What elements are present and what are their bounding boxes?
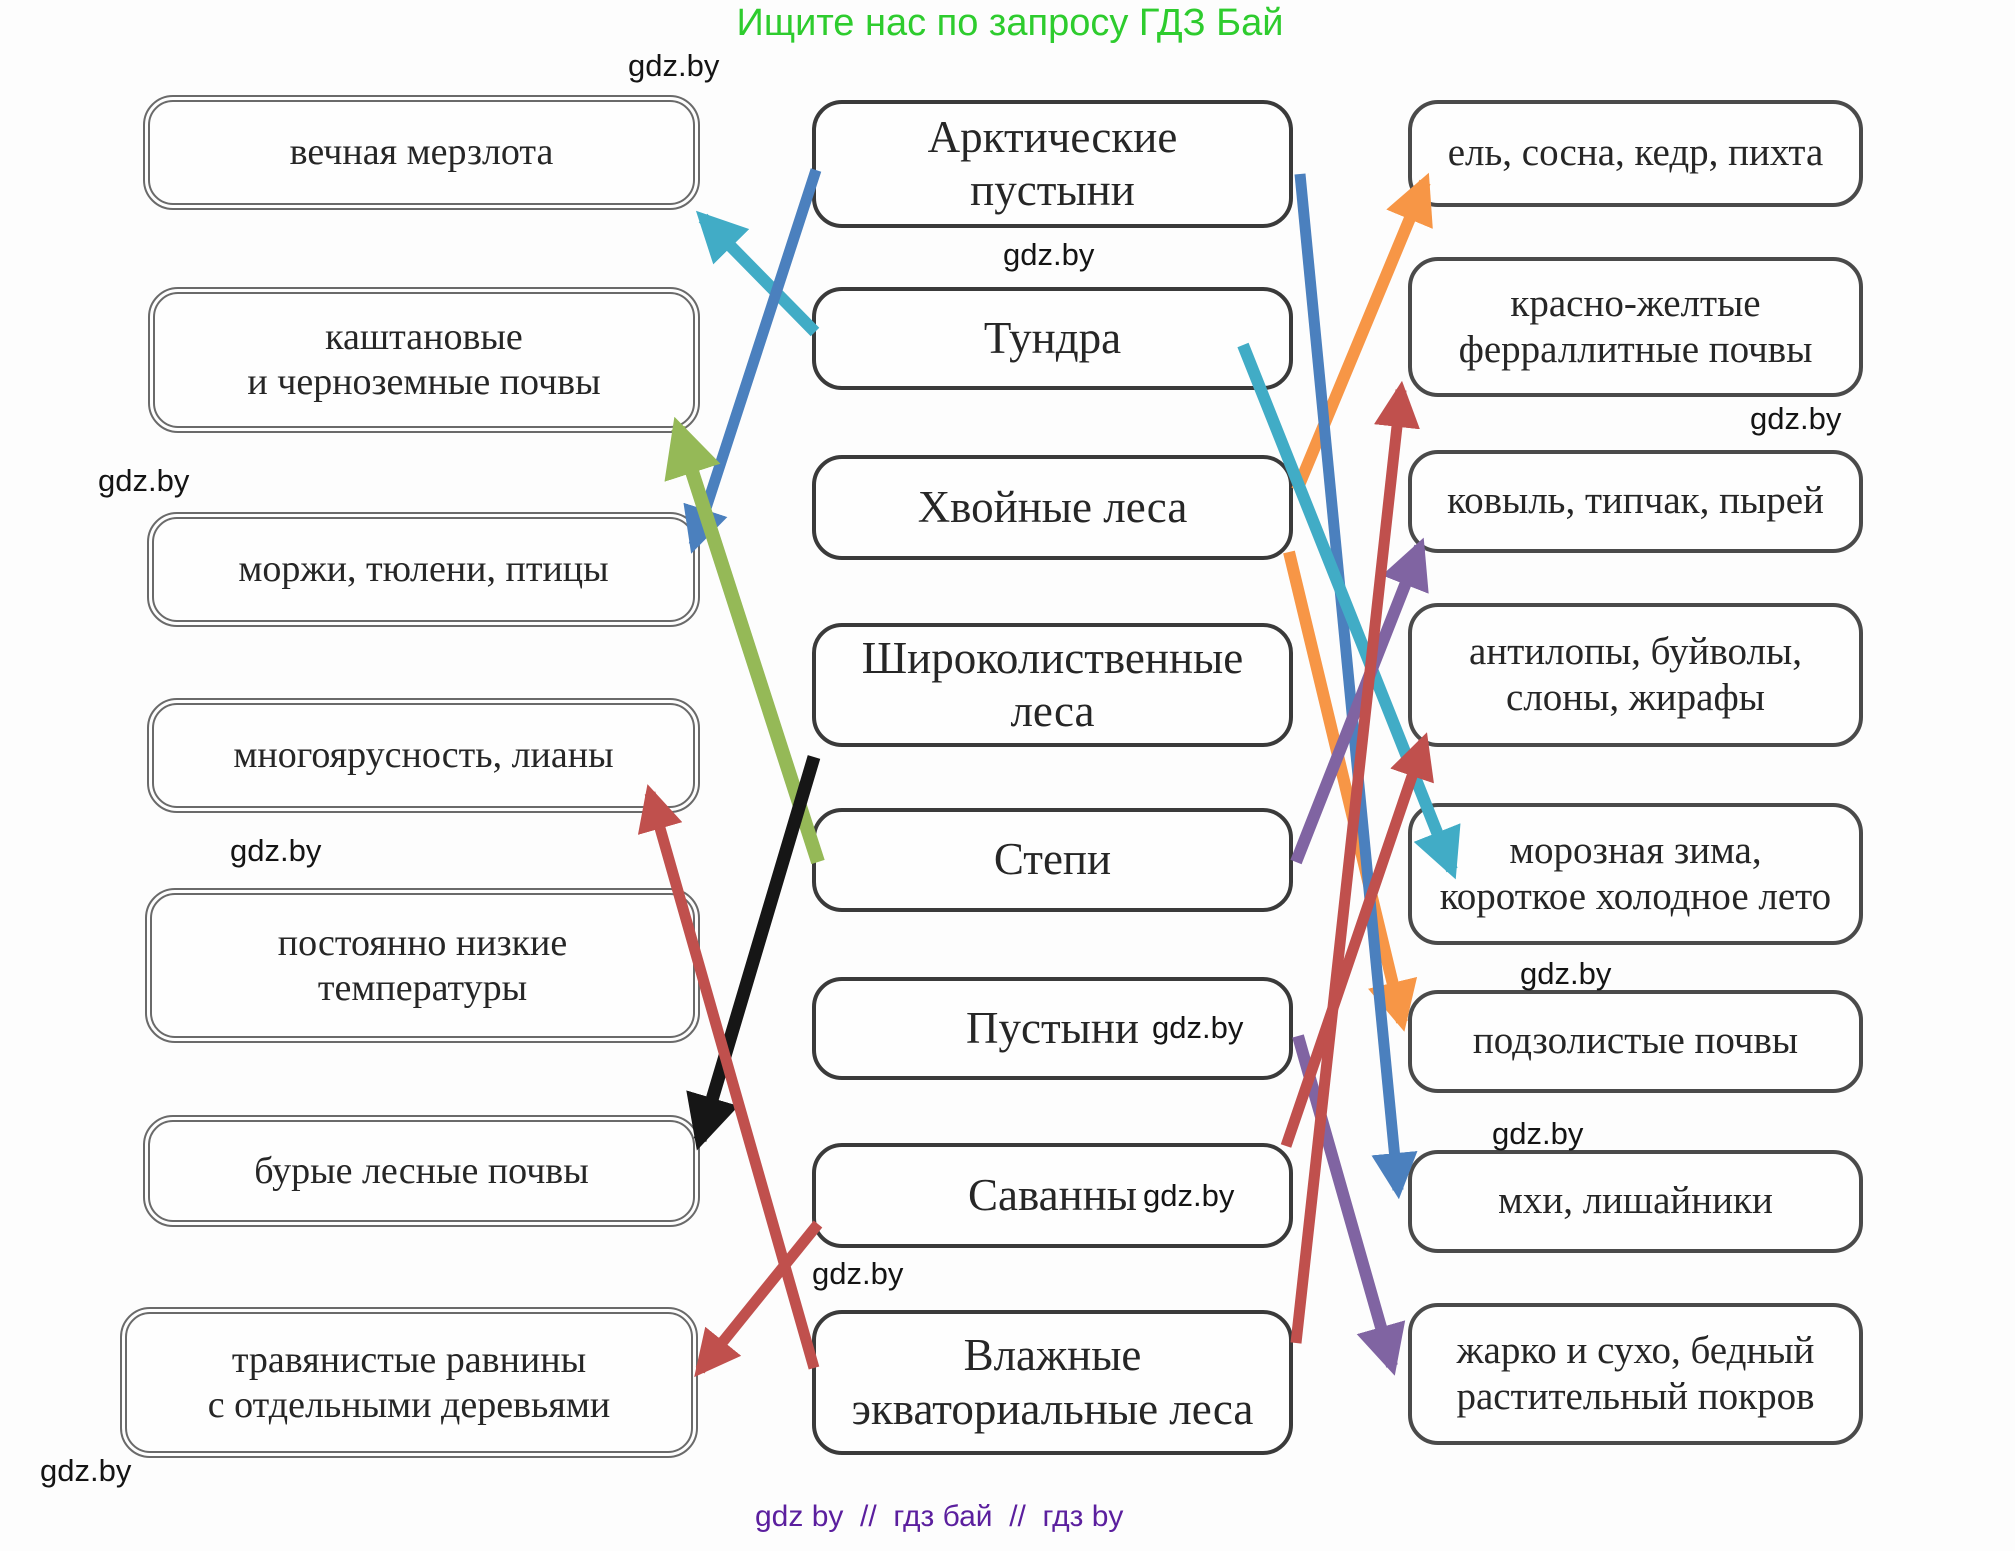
box-label: вечная мерзлота — [289, 131, 554, 174]
gdz-watermark: gdz.by — [98, 463, 190, 498]
left-box-permafrost: вечная мерзлота — [143, 95, 700, 210]
box-label: Тундра — [983, 312, 1122, 363]
mid-box-steppes: Степи — [812, 808, 1293, 912]
gdz-watermark: gdz.by — [812, 1256, 904, 1291]
box-label: постоянно низкие температуры — [277, 921, 568, 1009]
mid-box-coniferous-forests: Хвойные леса — [812, 455, 1293, 560]
box-label: моржи, тюлени, птицы — [238, 548, 609, 591]
arrow-tundra-to-permafrost — [695, 210, 820, 337]
left-box-walruses: моржи, тюлени, птицы — [147, 512, 700, 627]
left-box-low-temperatures: постоянно низкие температуры — [145, 888, 700, 1043]
arrow-steppes-to-feather-grass — [1290, 537, 1429, 865]
gdz-watermark: gdz.by — [1152, 1010, 1244, 1045]
box-label: травянистые равнины с отдельными деревья… — [207, 1338, 611, 1426]
gdz-watermark: gdz.by — [1492, 1116, 1584, 1151]
gdz-watermark: gdz.by — [1143, 1178, 1235, 1213]
mid-box-equatorial-forests: Влажные экваториальные леса — [812, 1310, 1293, 1455]
arrow-equatorial-to-lianas — [637, 784, 820, 1370]
left-box-brown-soils: бурые лесные почвы — [143, 1115, 700, 1227]
right-box-spruce-pine: ель, сосна, кедр, пихта — [1408, 100, 1863, 207]
right-box-hot-dry: жарко и сухо, бедный растительный покров — [1408, 1303, 1863, 1445]
arrow-arctic-to-walruses — [683, 168, 822, 554]
arrow-coniferous-to-podzolic-soils — [1283, 550, 1418, 1032]
box-label: подзолистые почвы — [1472, 1019, 1799, 1063]
box-label: мхи, лишайники — [1498, 1179, 1773, 1223]
mid-box-tundra: Тундра — [812, 287, 1293, 390]
box-label: Саванны — [967, 1169, 1137, 1220]
box-label: многоярусность, лианы — [233, 734, 614, 777]
right-box-mosses-lichens: мхи, лишайники — [1408, 1150, 1863, 1253]
box-label: Широколиственные леса — [861, 632, 1244, 736]
right-box-podzolic-soils: подзолистые почвы — [1408, 990, 1863, 1093]
arrow-savannas-to-antelopes — [1280, 732, 1434, 1148]
box-label: Хвойные леса — [917, 481, 1188, 532]
mid-box-arctic-deserts: Арктические пустыни — [812, 100, 1293, 228]
gdz-watermark: gdz.by — [40, 1453, 132, 1488]
gdz-watermark: gdz.by — [230, 833, 322, 868]
box-label: антилопы, буйволы, слоны, жирафы — [1469, 629, 1802, 719]
arrow-arctic-to-mosses — [1294, 173, 1418, 1200]
arrow-deserts-to-hot-dry — [1292, 1034, 1406, 1376]
mid-box-broadleaf-forests: Широколиственные леса — [812, 623, 1293, 747]
box-label: ель, сосна, кедр, пихта — [1447, 131, 1824, 175]
right-box-antelopes: антилопы, буйволы, слоны, жирафы — [1408, 603, 1863, 747]
box-label: Арктические пустыни — [927, 111, 1178, 215]
box-label: Степи — [993, 834, 1112, 885]
mid-box-deserts: Пустыни — [812, 977, 1293, 1080]
gdz-watermark: gdz.by — [1520, 956, 1612, 991]
box-label: морозная зима, короткое холодное лето — [1439, 828, 1832, 918]
box-label: ковыль, типчак, пырей — [1447, 479, 1824, 523]
gdz-watermark: gdz.by — [1003, 237, 1095, 272]
right-box-red-yellow-soils: красно-желтые ферраллитные почвы — [1408, 257, 1863, 397]
box-label: Пустыни — [965, 1002, 1140, 1053]
box-label: жарко и сухо, бедный растительный покров — [1456, 1328, 1815, 1418]
box-label: бурые лесные почвы — [254, 1149, 589, 1192]
box-label: Влажные экваториальные леса — [851, 1330, 1254, 1434]
arrow-equatorial-to-red-yellow-soils — [1290, 380, 1420, 1344]
gdz-watermark: gdz.by — [1750, 401, 1842, 436]
gdz-watermark: gdz.by — [628, 48, 720, 83]
arrow-coniferous-to-spruce — [1291, 172, 1433, 493]
footer-watermark: gdz by // гдз бай // гдз by — [755, 1500, 1124, 1533]
right-box-frosty-winter: морозная зима, короткое холодное лето — [1408, 803, 1863, 945]
right-box-feather-grass: ковыль, типчак, пырей — [1408, 450, 1863, 553]
mid-box-savannas: Саванны — [812, 1143, 1293, 1248]
left-box-grassy-plains: травянистые равнины с отдельными деревья… — [120, 1307, 698, 1458]
page-title: Ищите нас по запросу ГДЗ Бай — [736, 2, 1284, 44]
left-box-chestnut-soils: каштановые и черноземные почвы — [148, 287, 700, 433]
arrow-broadleaf-to-brown-soils — [686, 755, 821, 1151]
left-box-lianas: многоярусность, лианы — [147, 698, 700, 813]
arrow-savannas-to-grassy-plains — [694, 1220, 823, 1378]
arrow-steppes-to-chestnut-soils — [664, 416, 825, 865]
box-label: красно-желтые ферраллитные почвы — [1458, 281, 1813, 371]
box-label: каштановые и черноземные почвы — [247, 316, 601, 403]
